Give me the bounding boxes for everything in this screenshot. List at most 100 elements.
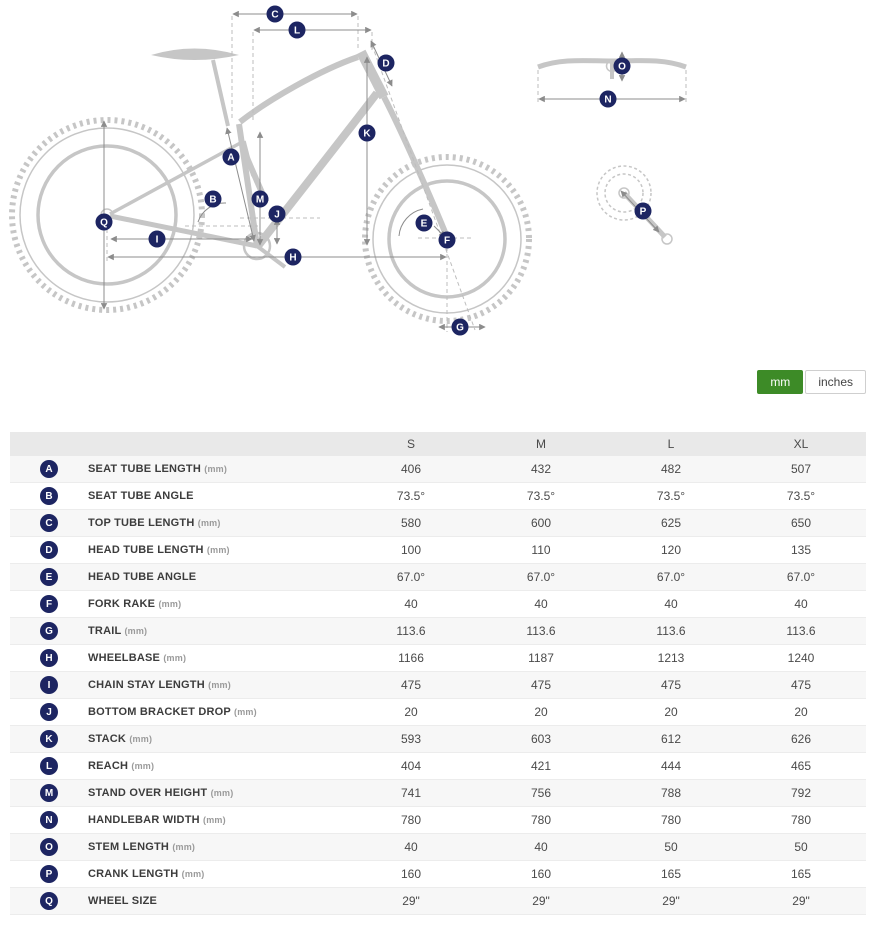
value-cell-s: 73.5° [396, 489, 426, 503]
diagram-badge-h: H [284, 248, 302, 266]
value-cell-s: 406 [400, 462, 422, 476]
value-cell-xl: 50 [794, 840, 808, 854]
row-unit: (mm) [234, 707, 257, 717]
value-cell-s: 780 [400, 813, 422, 827]
svg-text:O: O [618, 62, 626, 73]
diagram-badge-p: P [634, 202, 652, 220]
row-badge-cell: O [10, 838, 88, 856]
svg-text:A: A [227, 153, 234, 164]
table-row: J BOTTOM BRACKET DROP (mm) 20 20 20 20 [10, 699, 866, 726]
geometry-diagram: C L D O N K A B M J E Q F I H P G [9, 5, 687, 336]
value-cell-l: 20 [664, 705, 678, 719]
value-cell-l: 788 [660, 786, 682, 800]
row-label-cell: FORK RAKE (mm) [88, 598, 346, 610]
table-row: B SEAT TUBE ANGLE 73.5° 73.5° 73.5° 73.5… [10, 483, 866, 510]
value-cell-l: 1213 [657, 651, 685, 665]
row-letter-badge: M [40, 784, 58, 802]
row-label: STACK [88, 733, 127, 745]
value-cell-l: 67.0° [656, 570, 686, 584]
value-cell-xl: 40 [794, 597, 808, 611]
row-unit: (mm) [203, 815, 226, 825]
row-letter-badge: G [40, 622, 58, 640]
row-label: WHEELBASE [88, 652, 161, 664]
table-row: A SEAT TUBE LENGTH (mm) 406 432 482 507 [10, 456, 866, 483]
table-row: K STACK (mm) 593 603 612 626 [10, 726, 866, 753]
unit-toggle-mm[interactable]: mm [757, 370, 804, 394]
table-row: N HANDLEBAR WIDTH (mm) 780 780 780 780 [10, 807, 866, 834]
svg-text:I: I [156, 235, 159, 246]
row-label: FORK RAKE [88, 598, 156, 610]
row-label-cell: TOP TUBE LENGTH (mm) [88, 517, 346, 529]
row-label-cell: TRAIL (mm) [88, 625, 346, 637]
diagram-badge-e: E [415, 214, 433, 232]
value-cell-xl: 465 [790, 759, 812, 773]
value-cell-l: 612 [660, 732, 682, 746]
value-cell-s: 40 [404, 840, 418, 854]
row-label-cell: HEAD TUBE ANGLE [88, 571, 346, 583]
svg-text:F: F [444, 236, 450, 247]
value-cell-m: 67.0° [526, 570, 556, 584]
row-label-cell: STAND OVER HEIGHT (mm) [88, 787, 346, 799]
unit-toggle-inches[interactable]: inches [805, 370, 866, 394]
row-label: HEAD TUBE LENGTH [88, 544, 204, 556]
table-row: P CRANK LENGTH (mm) 160 160 165 165 [10, 861, 866, 888]
value-cell-l: 40 [664, 597, 678, 611]
row-badge-cell: D [10, 541, 88, 559]
value-cell-l: 444 [660, 759, 682, 773]
value-cell-m: 756 [530, 786, 552, 800]
table-row: Q WHEEL SIZE 29" 29" 29" 29" [10, 888, 866, 915]
row-label-cell: HEAD TUBE LENGTH (mm) [88, 544, 346, 556]
column-header-s: S [406, 437, 415, 451]
row-letter-badge: N [40, 811, 58, 829]
value-cell-xl: 475 [790, 678, 812, 692]
table-row: F FORK RAKE (mm) 40 40 40 40 [10, 591, 866, 618]
row-badge-cell: J [10, 703, 88, 721]
svg-text:C: C [271, 10, 278, 21]
value-cell-l: 120 [660, 543, 682, 557]
row-letter-badge: E [40, 568, 58, 586]
value-cell-m: 73.5° [526, 489, 556, 503]
row-unit: (mm) [197, 518, 221, 528]
value-cell-xl: 20 [794, 705, 808, 719]
row-letter-badge: P [40, 865, 58, 883]
row-unit: (mm) [172, 842, 196, 852]
value-cell-l: 475 [660, 678, 682, 692]
value-cell-s: 100 [400, 543, 422, 557]
value-cell-s: 593 [400, 732, 422, 746]
row-unit: (mm) [163, 653, 187, 663]
row-label: CHAIN STAY LENGTH [88, 679, 205, 691]
row-label: STEM LENGTH [88, 841, 170, 853]
row-letter-badge: H [40, 649, 58, 667]
table-row: C TOP TUBE LENGTH (mm) 580 600 625 650 [10, 510, 866, 537]
row-letter-badge: I [40, 676, 58, 694]
row-unit: (mm) [204, 464, 228, 474]
value-cell-m: 40 [534, 840, 548, 854]
row-letter-badge: B [40, 487, 58, 505]
row-label: HANDLEBAR WIDTH [88, 814, 200, 826]
row-label-cell: CRANK LENGTH (mm) [88, 868, 346, 880]
value-cell-s: 67.0° [396, 570, 426, 584]
row-letter-badge: Q [40, 892, 58, 910]
row-letter-badge: K [40, 730, 58, 748]
value-cell-m: 1187 [528, 651, 554, 665]
value-cell-m: 160 [530, 867, 552, 881]
svg-text:G: G [456, 323, 464, 334]
diagram-badge-o: O [613, 57, 631, 75]
row-badge-cell: A [10, 460, 88, 478]
row-label: HEAD TUBE ANGLE [88, 571, 197, 583]
diagram-badge-j: J [268, 205, 286, 223]
row-label-cell: CHAIN STAY LENGTH (mm) [88, 679, 346, 691]
row-badge-cell: B [10, 487, 88, 505]
value-cell-m: 780 [530, 813, 552, 827]
dimension-lines [100, 10, 687, 332]
bike-illustration [9, 48, 687, 324]
table-row: D HEAD TUBE LENGTH (mm) 100 110 120 135 [10, 537, 866, 564]
row-badge-cell: F [10, 595, 88, 613]
row-label-cell: STEM LENGTH (mm) [88, 841, 346, 853]
row-letter-badge: A [40, 460, 58, 478]
column-header-l: L [667, 437, 675, 451]
diagram-badge-q: Q [95, 213, 113, 231]
table-header-row: S M L XL [10, 432, 866, 456]
diagram-badge-n: N [599, 90, 617, 108]
row-label: SEAT TUBE LENGTH [88, 463, 201, 475]
